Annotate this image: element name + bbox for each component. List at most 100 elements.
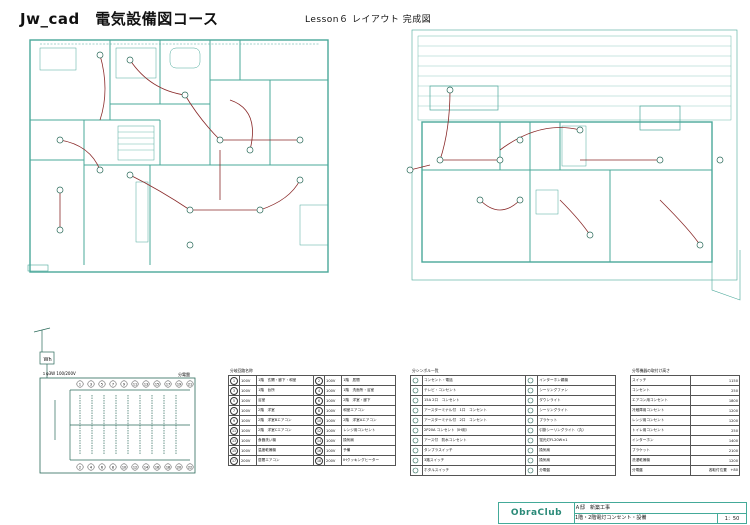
table-cell: 2100 bbox=[689, 445, 741, 456]
circuit-marker bbox=[164, 463, 172, 471]
circuit-number-label: 9 bbox=[123, 382, 125, 386]
table-cell: 250 bbox=[689, 425, 741, 436]
table-cell: 温度乾燥機 bbox=[256, 445, 315, 456]
table-cell: 居間エアコン bbox=[256, 455, 315, 466]
table-cell: レンジ用コンセント bbox=[630, 415, 691, 426]
circuit-number-label: 12 bbox=[133, 465, 137, 469]
circuit-number: 4 bbox=[315, 386, 324, 395]
circuit-marker bbox=[186, 463, 194, 471]
circuit-number-label: 19 bbox=[177, 382, 181, 386]
circuit-number-label: 4 bbox=[90, 465, 92, 469]
table-row: アースターミナル付 1口 コンセントシーリングライト bbox=[410, 405, 616, 416]
circuit-number: 12 bbox=[315, 426, 324, 435]
table-cell: 1200 bbox=[689, 415, 741, 426]
legend-symbol-icon bbox=[525, 465, 539, 476]
circuit-number: 5 bbox=[230, 396, 238, 405]
legend-symbol-icon bbox=[410, 465, 423, 476]
table-cell: 2階 洋室・廊下 bbox=[341, 395, 396, 406]
circuit-marker bbox=[153, 380, 161, 388]
title-block: ObraClub Ａ邸 新築工事 1階・2階電灯コンセント・設備 1：50 bbox=[498, 502, 747, 524]
circuit-marker bbox=[76, 463, 84, 471]
circuit-number-label: 18 bbox=[166, 465, 170, 469]
circuit-number: 9 bbox=[230, 416, 238, 425]
table-cell: エアコン用コンセント bbox=[630, 395, 691, 406]
table-cell: アース付 防水コンセント bbox=[421, 435, 527, 446]
circuit-number: 13 bbox=[230, 436, 238, 445]
table-cell: 1200 bbox=[689, 405, 741, 416]
circuit-number: 8 bbox=[315, 406, 324, 415]
legend-symbol-icon bbox=[410, 405, 423, 416]
wh-meter-label: Wh bbox=[44, 357, 52, 363]
table-cell: 3路スイッチ bbox=[421, 455, 527, 466]
circuit-marker bbox=[109, 380, 117, 388]
table-cell: 1階 台所 bbox=[256, 385, 315, 396]
circuit-marker bbox=[98, 380, 106, 388]
circuit-number-label: 6 bbox=[101, 465, 103, 469]
circuit-number: 10 bbox=[315, 416, 324, 425]
table-row: 15A 2口 コンセントダウンライト bbox=[410, 395, 616, 406]
legend-symbol-icon bbox=[410, 415, 423, 426]
table-cell: 1800 bbox=[689, 395, 741, 406]
circuit-number-label: 3 bbox=[90, 382, 92, 386]
table-row: ホタルスイッチ分電盤 bbox=[410, 465, 616, 476]
circuit-marker bbox=[109, 463, 117, 471]
circuit-number: 7 bbox=[230, 406, 238, 415]
circuit-number-label: 14 bbox=[144, 465, 148, 469]
table-cell: 100V bbox=[324, 385, 343, 396]
table-cell: ホタルスイッチ bbox=[421, 465, 527, 476]
circuit-number-label: 2 bbox=[79, 465, 81, 469]
symbol-table-caption: 分シンボル一覧 bbox=[412, 368, 439, 373]
table-cell: 1200 bbox=[689, 455, 741, 466]
table-cell: 2階 洋室Bエアコン bbox=[256, 415, 315, 426]
table-cell: アースターミナル付 1口 コンセント bbox=[421, 405, 527, 416]
circuit-marker bbox=[120, 463, 128, 471]
legend-symbol-icon bbox=[525, 435, 539, 446]
circuit-number-label: 15 bbox=[155, 382, 159, 386]
table-cell: 100V bbox=[238, 385, 258, 396]
circuit-number-label: 22 bbox=[188, 465, 192, 469]
table-cell: シーリングライト bbox=[537, 405, 616, 416]
circuit-number-label: 5 bbox=[101, 382, 103, 386]
table-cell: 予備 bbox=[341, 445, 396, 456]
drawing-title: Jw_cad 電気設備図コース bbox=[20, 10, 219, 28]
project-name: Ａ邸 新築工事 bbox=[575, 505, 611, 511]
legend-symbol-icon bbox=[525, 425, 539, 436]
table-cell: 1階 洗面所・浴室 bbox=[341, 385, 396, 396]
circuit-number: 14 bbox=[315, 436, 324, 445]
circuit-number-label: 7 bbox=[112, 382, 114, 386]
circuit-number-label: 17 bbox=[166, 382, 170, 386]
circuit-marker bbox=[87, 380, 95, 388]
table-cell: 100V bbox=[238, 395, 258, 406]
table-cell: 1階 居間 bbox=[341, 375, 396, 386]
table-cell: 1400 bbox=[689, 435, 741, 446]
circuit-marker bbox=[142, 463, 150, 471]
table-cell: 100V bbox=[324, 415, 343, 426]
table-cell: 100V bbox=[324, 375, 343, 386]
table-cell: 100V bbox=[238, 375, 258, 386]
legend-symbol-icon bbox=[525, 415, 539, 426]
table-cell: コンセント・電話 bbox=[421, 375, 527, 386]
table-cell: ブラケット bbox=[537, 415, 616, 426]
table-row: 2P20A コンセント（IH用）引掛シーリングライト（丸） bbox=[410, 425, 616, 436]
circuit-number-label: 11 bbox=[133, 382, 137, 386]
circuit-number-label: 16 bbox=[155, 465, 159, 469]
main-breaker-label: １φ3W 100/200V bbox=[42, 371, 76, 376]
table-cell: 200V bbox=[324, 455, 343, 466]
table-cell: 食器洗い機 bbox=[256, 435, 315, 446]
table-cell: 100V bbox=[238, 435, 258, 446]
table-row: 分電盤各取付位置 +80 bbox=[630, 465, 741, 476]
table-cell: レンジ用コンセント bbox=[341, 425, 396, 436]
circuit-marker bbox=[175, 463, 183, 471]
first-floor-plan bbox=[27, 39, 329, 273]
circuit-marker bbox=[175, 380, 183, 388]
drawing-name: 1階・2階電灯コンセント・設備 bbox=[575, 515, 647, 521]
table-cell: ダウンライト bbox=[537, 395, 616, 406]
